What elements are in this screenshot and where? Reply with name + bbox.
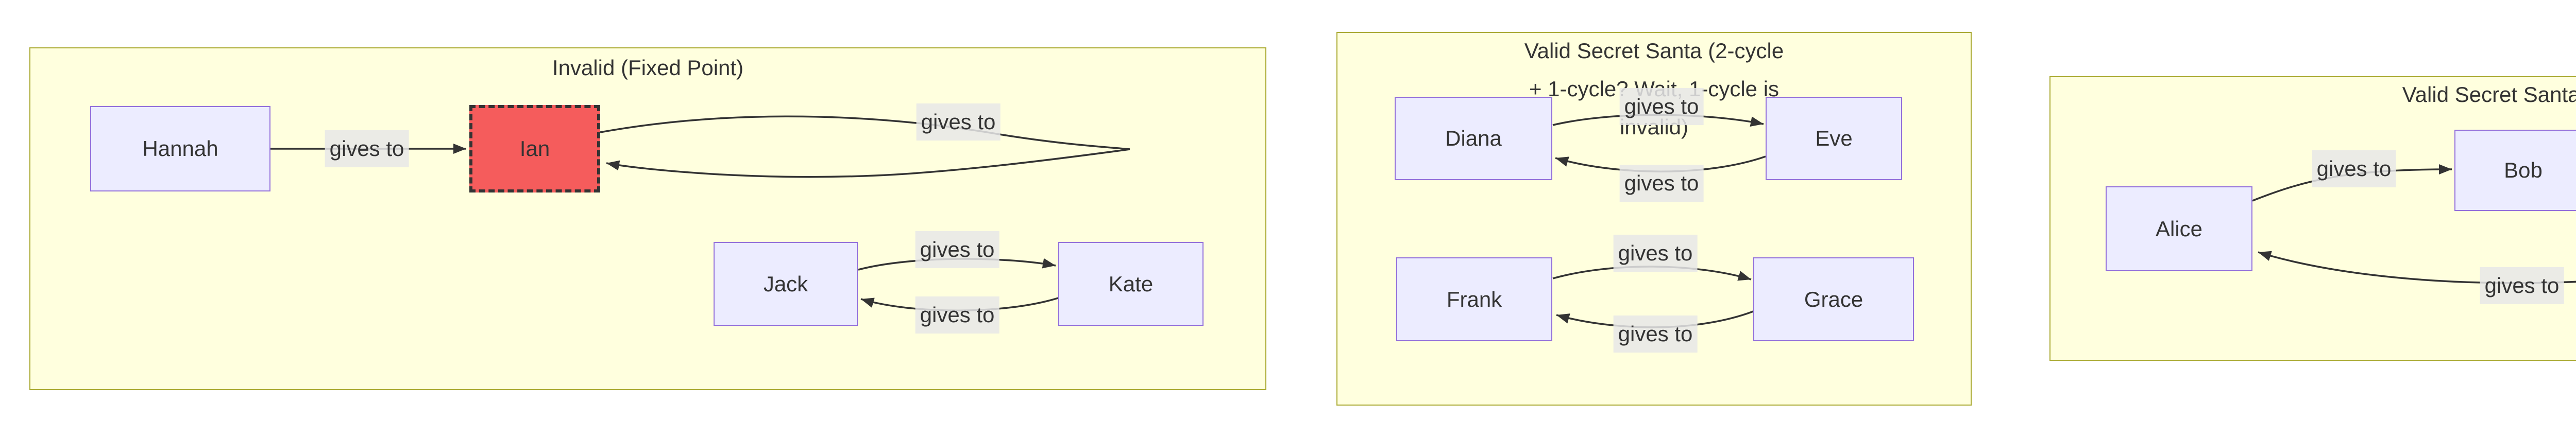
edge-label-charlie-alice: gives to [2480,267,2564,304]
edge-label-kate-jack: gives to [915,296,999,334]
node-bob: Bob [2454,130,2576,211]
cluster-invalid-fixed-point: Invalid (Fixed Point) [29,47,1266,390]
edge-label-hannah-ian: gives to [325,130,409,167]
cluster-title-line: Invalid (Fixed Point) [552,56,744,80]
edge-label-diana-eve: gives to [1619,88,1704,125]
edge-label-grace-frank: gives to [1613,316,1698,353]
edge-label-alice-bob: gives to [2312,150,2396,187]
edge-label-eve-diana: gives to [1619,165,1704,202]
edge-label-frank-grace: gives to [1613,235,1698,272]
cluster-title-invalid-fixed-point: Invalid (Fixed Point) [30,49,1265,87]
node-frank: Frank [1396,257,1552,341]
cluster-title-valid-3cycle: Valid Secret Santa (3-cycle) [2050,76,2576,114]
node-kate: Kate [1058,242,1204,326]
node-diana: Diana [1395,97,1552,180]
node-jack: Jack [714,242,858,326]
node-grace: Grace [1753,257,1914,341]
edge-label-jack-kate: gives to [915,231,999,268]
edge-label-ian-self: gives to [916,103,1001,141]
node-eve: Eve [1766,97,1902,180]
node-hannah: Hannah [90,106,270,191]
cluster-title-line: Valid Secret Santa (2-cycle [1524,39,1784,63]
cluster-title-line: Valid Secret Santa (3-cycle) [2402,82,2576,107]
node-alice: Alice [2106,186,2252,271]
node-ian: Ian [469,105,600,192]
